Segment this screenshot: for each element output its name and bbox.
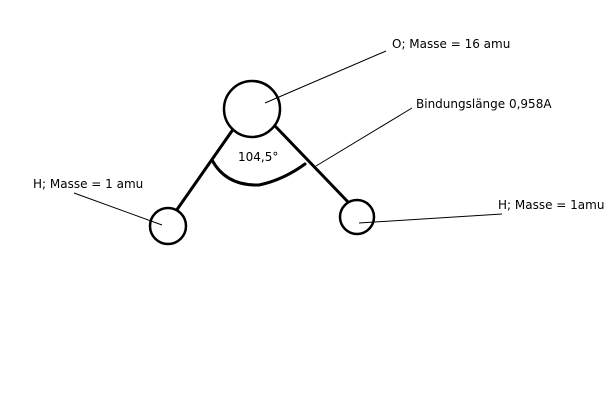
hydrogen-right-label: H; Masse = 1amu [498, 198, 604, 212]
bond-angle-label: 104,5° [238, 150, 278, 164]
oxygen-label: O; Masse = 16 amu [392, 37, 510, 51]
oxygen-atom [222, 79, 282, 139]
hydrogen-left-label: H; Masse = 1 amu [33, 177, 143, 191]
hydrogen-right-atom [338, 198, 376, 236]
leader-line-hydrogen-right [358, 213, 503, 224]
bond-angle-arc [210, 158, 307, 187]
bond-o-h-right [274, 125, 351, 205]
bond-o-h-left [174, 126, 236, 213]
leader-line-bond-length [315, 107, 413, 167]
leader-line-oxygen [264, 50, 387, 104]
hydrogen-left-atom [148, 206, 188, 246]
leader-line-hydrogen-left [73, 192, 163, 226]
bond-length-label: Bindungslänge 0,958A [416, 97, 552, 111]
